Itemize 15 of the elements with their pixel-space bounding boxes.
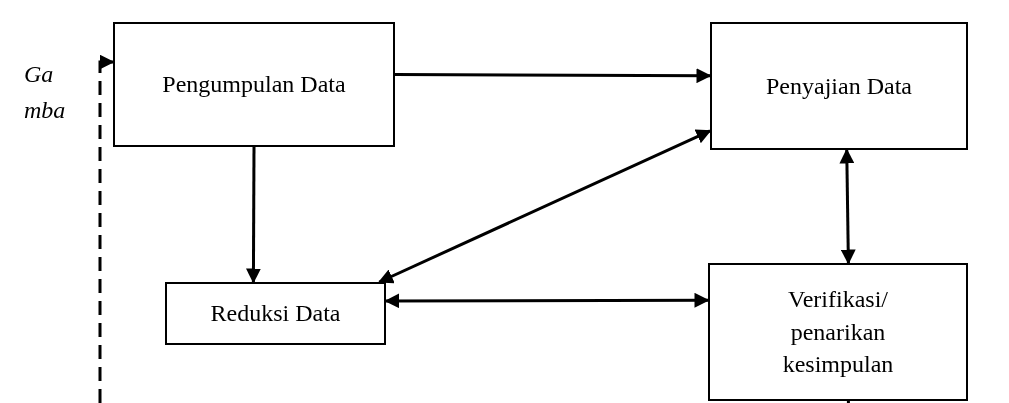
arrow xyxy=(839,148,856,265)
arrow xyxy=(245,147,261,284)
connector-line xyxy=(846,401,850,403)
arrow xyxy=(378,129,712,284)
process-box xyxy=(708,263,968,401)
process-box xyxy=(710,22,968,150)
arrow xyxy=(395,68,712,84)
node-text: Pengumpulan Data xyxy=(162,70,346,100)
connector-line xyxy=(98,54,115,403)
process-box xyxy=(113,22,395,147)
node-text: Reduksi Data xyxy=(210,299,341,329)
process-box xyxy=(165,282,386,345)
caption-text: Ga mba xyxy=(24,60,67,125)
node-text: Verifikasi/ penarikan kesimpulan xyxy=(781,285,895,380)
node-text: Penyajian Data xyxy=(766,71,912,101)
